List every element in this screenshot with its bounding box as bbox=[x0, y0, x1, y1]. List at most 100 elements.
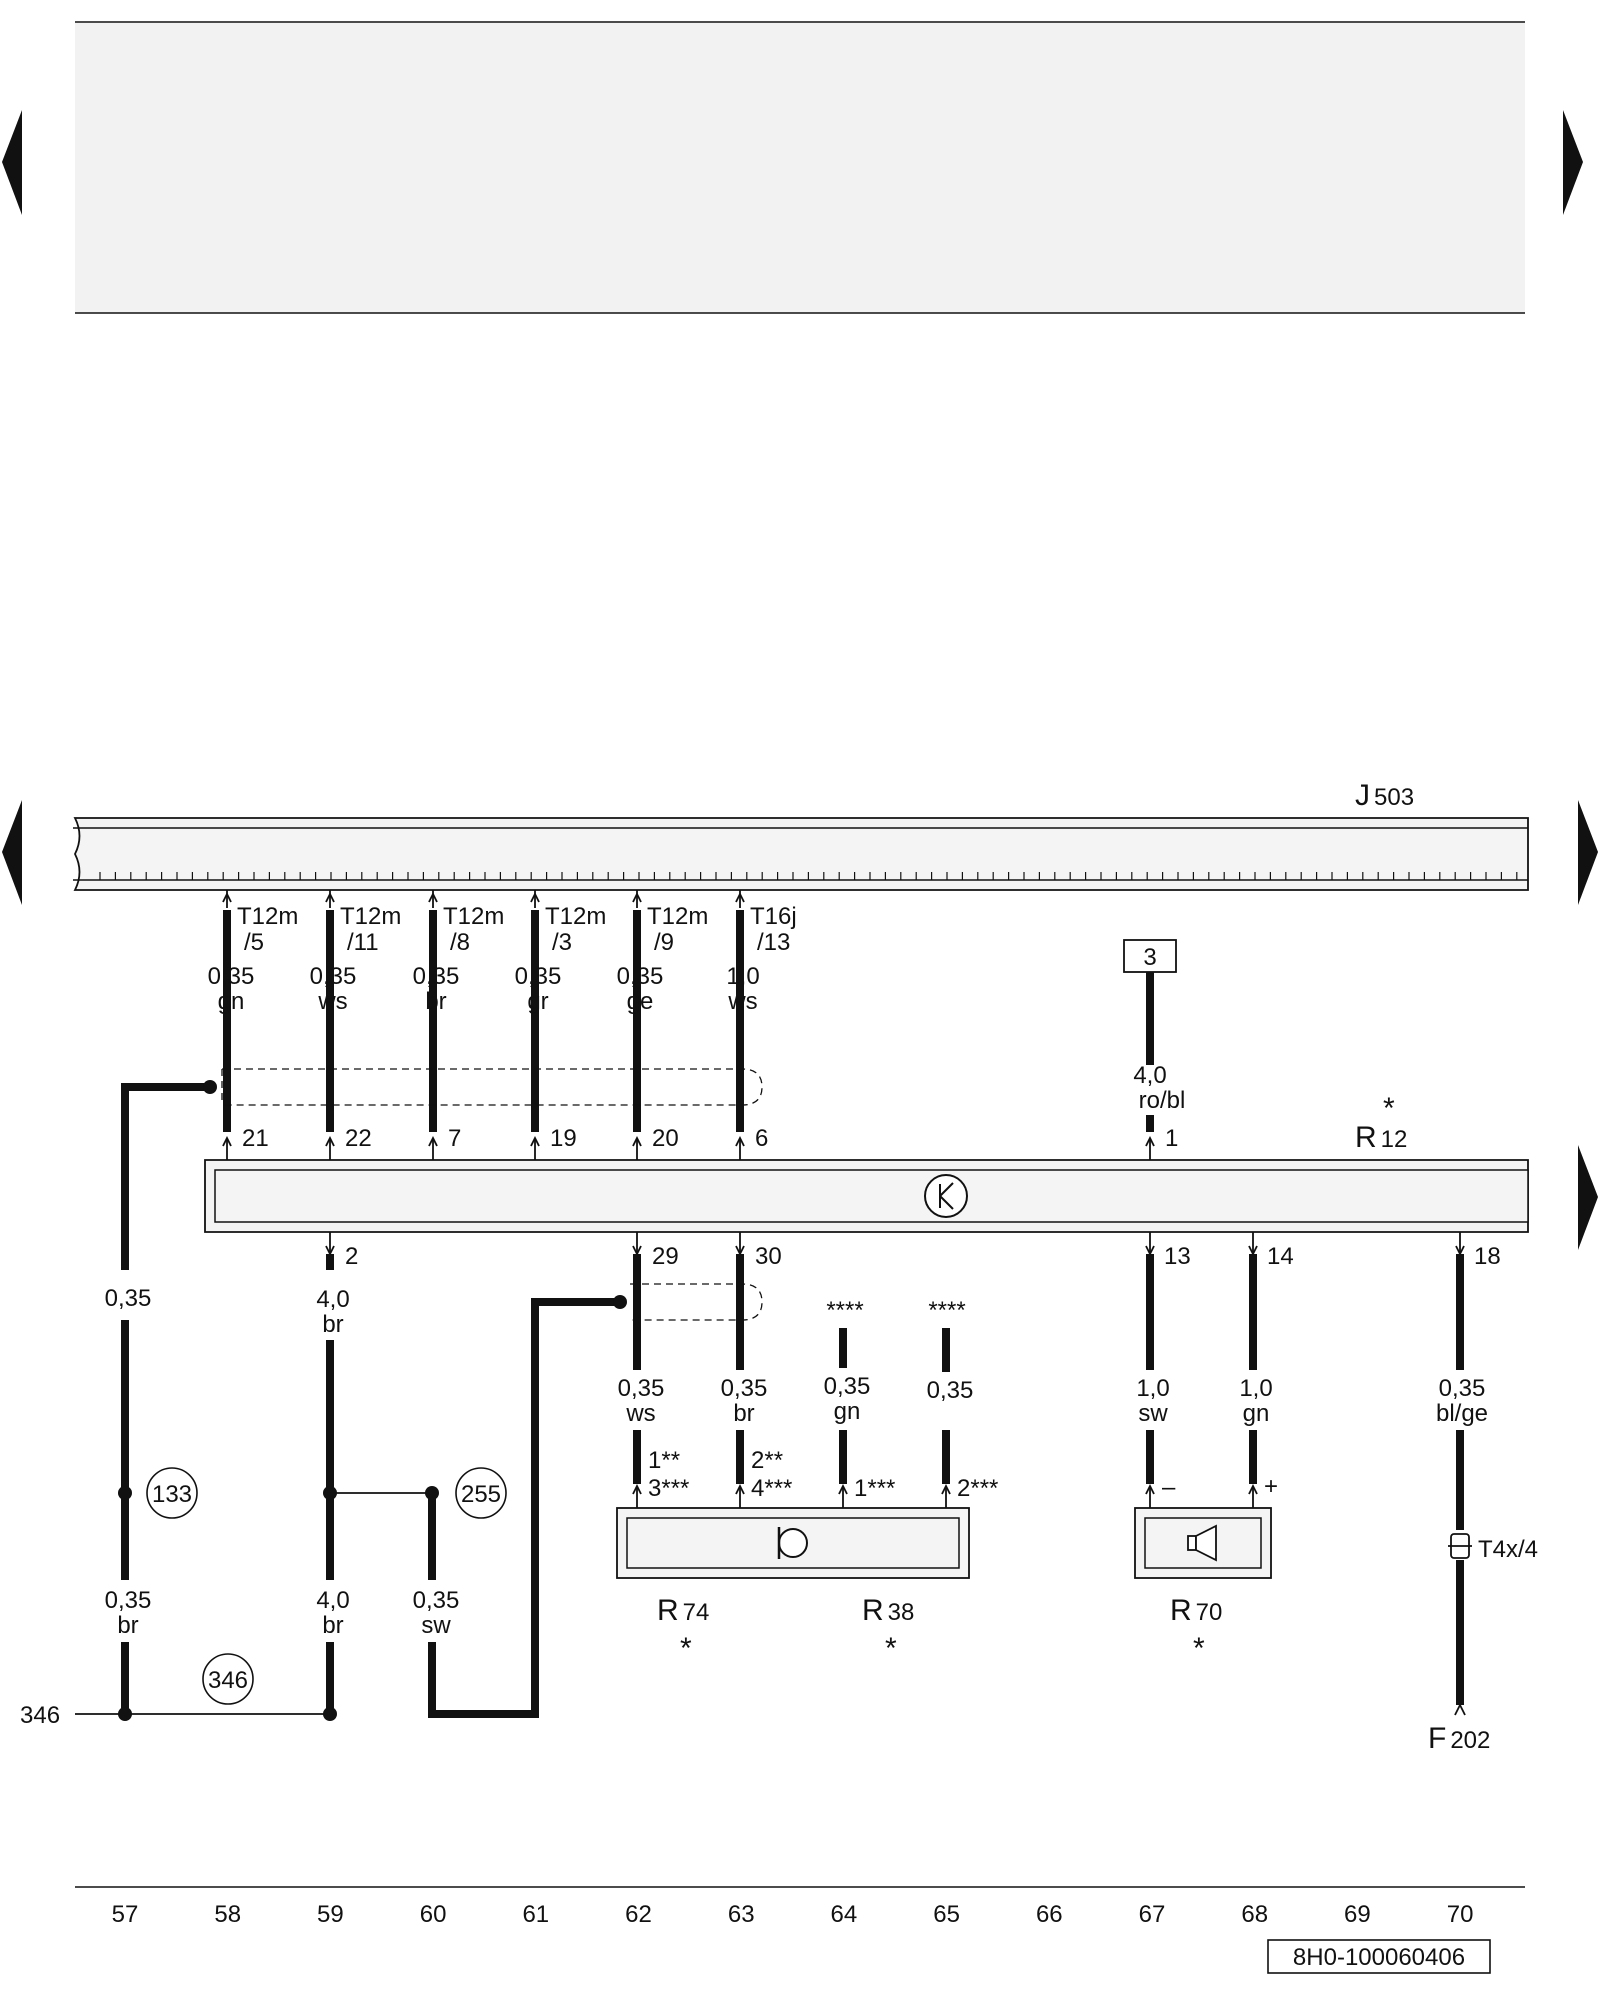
t4x-connector-icon bbox=[1448, 1533, 1472, 1559]
r12-pin-19: 19 bbox=[550, 1125, 577, 1152]
prev-page-arrow-icon[interactable] bbox=[2, 110, 22, 215]
splice-255-label: 255 bbox=[461, 1481, 501, 1508]
r70-star: * bbox=[1193, 1632, 1205, 1665]
j503-control-unit bbox=[73, 817, 1529, 891]
conn-pin-4: /3 bbox=[552, 929, 572, 956]
column-number: 63 bbox=[728, 1901, 755, 1928]
r12-star: * bbox=[1383, 1092, 1395, 1125]
r12-pin-21: 21 bbox=[242, 1125, 269, 1152]
r70-pin-stubs bbox=[1145, 1483, 1258, 1508]
column-number: 62 bbox=[625, 1901, 652, 1928]
w30-color: br bbox=[733, 1400, 754, 1427]
left-wire-size: 0,35 bbox=[105, 1285, 152, 1312]
r74-pin-a-top: 1** bbox=[648, 1447, 680, 1474]
r12-top-pin-stubs bbox=[222, 1135, 1155, 1160]
column-number: 60 bbox=[420, 1901, 447, 1928]
w65-size: 0,35 bbox=[927, 1377, 974, 1404]
conn-label-3: T12m bbox=[443, 903, 504, 930]
column-number: 65 bbox=[933, 1901, 960, 1928]
column-number: 61 bbox=[522, 1901, 549, 1928]
conn-pin-6: /13 bbox=[757, 929, 790, 956]
next-r12-arrow-icon[interactable] bbox=[1578, 1145, 1598, 1250]
column-number: 57 bbox=[112, 1901, 139, 1928]
header-panel bbox=[75, 23, 1525, 313]
w18-size: 0,35 bbox=[1439, 1375, 1486, 1402]
wire-size-2: 0,35 bbox=[310, 963, 357, 990]
w29-size: 0,35 bbox=[618, 1375, 665, 1402]
wire-size-3: 0,35 bbox=[413, 963, 460, 990]
conn-pin-3: /8 bbox=[450, 929, 470, 956]
t4x-label: T4x/4 bbox=[1478, 1536, 1538, 1563]
ref-box-3 bbox=[1123, 939, 1177, 973]
j503-ticks bbox=[99, 872, 1518, 880]
r70-pin-minus: – bbox=[1162, 1474, 1176, 1501]
wire-color-6: ws bbox=[727, 988, 757, 1015]
wire-color-2: ws bbox=[317, 988, 347, 1015]
conn-pin-1: /5 bbox=[244, 929, 264, 956]
column-number: 69 bbox=[1344, 1901, 1371, 1928]
ground-ref-346: 346 bbox=[20, 1702, 60, 1729]
wire2-size: 4,0 bbox=[316, 1286, 349, 1313]
r12-diode-icon bbox=[924, 1174, 968, 1218]
speaker-icon bbox=[1187, 1524, 1217, 1562]
power-wire-size: 4,0 bbox=[1133, 1062, 1166, 1089]
next-page-arrow-icon[interactable] bbox=[1563, 110, 1583, 215]
column-number: 58 bbox=[214, 1901, 241, 1928]
bm-color: br bbox=[322, 1612, 343, 1639]
bs-color: sw bbox=[421, 1612, 451, 1639]
doc-code: 8H0-100060406 bbox=[1293, 1944, 1465, 1971]
column-number: 59 bbox=[317, 1901, 344, 1928]
r12-pin-22: 22 bbox=[345, 1125, 372, 1152]
r12-pin-7: 7 bbox=[448, 1125, 461, 1152]
r74-pin-d: 2*** bbox=[957, 1475, 998, 1502]
conn-pin-2: /11 bbox=[347, 929, 379, 956]
ref-box-3-label: 3 bbox=[1143, 944, 1156, 971]
w64-size: 0,35 bbox=[824, 1373, 871, 1400]
microphone-icon bbox=[777, 1527, 808, 1559]
w14-size: 1,0 bbox=[1239, 1375, 1272, 1402]
bs-size: 0,35 bbox=[413, 1587, 460, 1614]
column-number: 68 bbox=[1241, 1901, 1268, 1928]
wire-size-4: 0,35 bbox=[515, 963, 562, 990]
r74-pin-b-top: 2** bbox=[751, 1447, 783, 1474]
splice-133 bbox=[146, 1467, 198, 1519]
r74-pin-a-bot: 3*** bbox=[648, 1475, 689, 1502]
splice-255 bbox=[455, 1467, 507, 1519]
wire-sw-shield bbox=[428, 1298, 620, 1718]
next-diagram-arrow-icon[interactable] bbox=[1578, 800, 1598, 905]
bl-size: 0,35 bbox=[105, 1587, 152, 1614]
conn-label-5: T12m bbox=[647, 903, 708, 930]
r12-pin-29: 29 bbox=[652, 1243, 679, 1270]
splice-133-label: 133 bbox=[152, 1481, 192, 1508]
wire-color-5: ge bbox=[627, 988, 654, 1015]
column-number: 64 bbox=[831, 1901, 858, 1928]
cable-shield-upper bbox=[221, 1068, 763, 1106]
r74-pin-c: 1*** bbox=[854, 1475, 895, 1502]
bl-color: br bbox=[117, 1612, 138, 1639]
doc-code-box bbox=[1267, 1939, 1491, 1974]
r12-pin-18: 18 bbox=[1474, 1243, 1501, 1270]
wire-size-1: 0,35 bbox=[208, 963, 255, 990]
w30-size: 0,35 bbox=[721, 1375, 768, 1402]
r12-pin-2: 2 bbox=[345, 1243, 358, 1270]
conn-label-2: T12m bbox=[340, 903, 401, 930]
prev-diagram-arrow-icon[interactable] bbox=[2, 800, 22, 905]
column-number: 70 bbox=[1447, 1901, 1474, 1928]
column-number: 67 bbox=[1139, 1901, 1166, 1928]
conn-label-6: T16j bbox=[750, 903, 797, 930]
wire-color-3: br bbox=[425, 988, 446, 1015]
w64-color: gn bbox=[834, 1398, 861, 1425]
stars-65: **** bbox=[928, 1297, 965, 1324]
bm-size: 4,0 bbox=[316, 1587, 349, 1614]
r12-pin-6: 6 bbox=[755, 1125, 768, 1152]
conn-label-1: T12m bbox=[237, 903, 298, 930]
wire-size-6: 1,0 bbox=[726, 963, 759, 990]
splice-346-label: 346 bbox=[208, 1667, 248, 1694]
conn-pin-5: /9 bbox=[654, 929, 674, 956]
